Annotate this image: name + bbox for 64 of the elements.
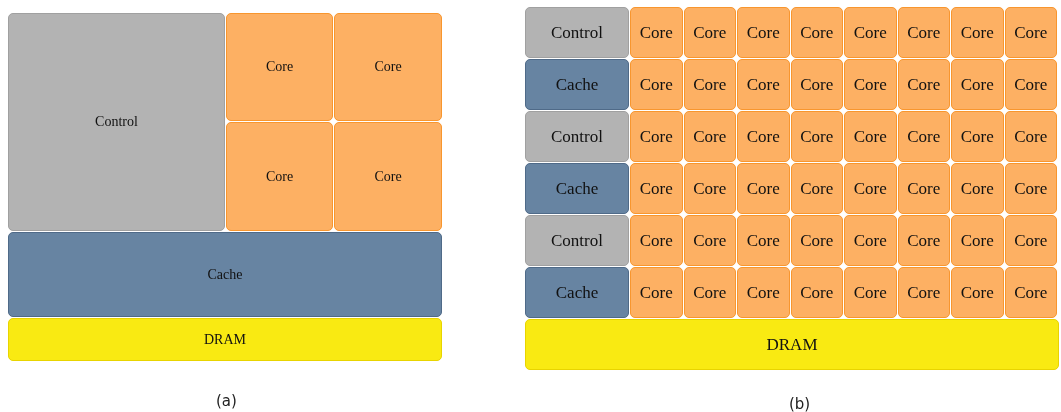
core-label: Core [800, 282, 834, 303]
core-label: Core [746, 230, 780, 251]
core-label: Core [853, 74, 887, 95]
core-label: Core [374, 59, 402, 75]
control-label: Control [551, 230, 603, 251]
core-label: Core [746, 126, 780, 147]
core-label: Core [960, 126, 994, 147]
core-label: Core [746, 74, 780, 95]
core-label: Core [265, 168, 294, 185]
core-label: Core [907, 22, 941, 43]
core-label: Core [746, 282, 780, 303]
core-label: Core [693, 230, 727, 251]
control-label: Control [551, 126, 603, 147]
core-label: Core [1014, 126, 1048, 147]
core-label: Core [907, 126, 941, 147]
core-label: Core [907, 178, 941, 199]
core-label: Core [800, 178, 834, 199]
dram-label: DRAM [766, 334, 818, 355]
control-label: Control [551, 22, 603, 43]
core-label: Core [1014, 282, 1048, 303]
core-label: Core [853, 126, 887, 147]
core-label: Core [693, 74, 727, 95]
core-label: Core [800, 230, 834, 251]
core-label: Core [853, 230, 887, 251]
core-label: Core [265, 59, 294, 75]
core-label: Core [693, 126, 727, 147]
core-label: Core [639, 126, 673, 147]
core-label: Core [853, 22, 887, 43]
core-label: Core [800, 22, 834, 43]
core-label: Core [374, 168, 402, 185]
core-label: Core [1014, 230, 1048, 251]
cache-label: Cache [555, 74, 599, 95]
core-label: Core [907, 282, 941, 303]
panel-caption: (a) [216, 392, 237, 410]
core-label: Core [960, 230, 994, 251]
core-label: Core [907, 74, 941, 95]
core-label: Core [960, 178, 994, 199]
core-label: Core [800, 126, 834, 147]
core-label: Core [1014, 178, 1048, 199]
control-label: Control [95, 114, 138, 130]
core-label: Core [693, 178, 727, 199]
core-label: Core [746, 22, 780, 43]
panel-caption: (b) [789, 395, 811, 412]
core-label: Core [639, 22, 673, 43]
core-label: Core [639, 282, 673, 303]
core-label: Core [1014, 22, 1048, 43]
core-label: Core [907, 230, 941, 251]
core-label: Core [746, 178, 780, 199]
core-label: Core [693, 22, 727, 43]
dram-label: DRAM [204, 331, 246, 348]
core-label: Core [853, 178, 887, 199]
cache-label: Cache [555, 178, 599, 199]
core-label: Core [800, 74, 834, 95]
core-label: Core [1014, 74, 1048, 95]
core-label: Core [960, 22, 994, 43]
core-label: Core [639, 178, 673, 199]
core-label: Core [960, 282, 994, 303]
core-label: Core [639, 74, 673, 95]
core-label: Core [960, 74, 994, 95]
cache-label: Cache [555, 282, 599, 303]
cache-label: Cache [207, 266, 243, 283]
core-label: Core [693, 282, 727, 303]
core-label: Core [639, 230, 673, 251]
core-label: Core [853, 282, 887, 303]
